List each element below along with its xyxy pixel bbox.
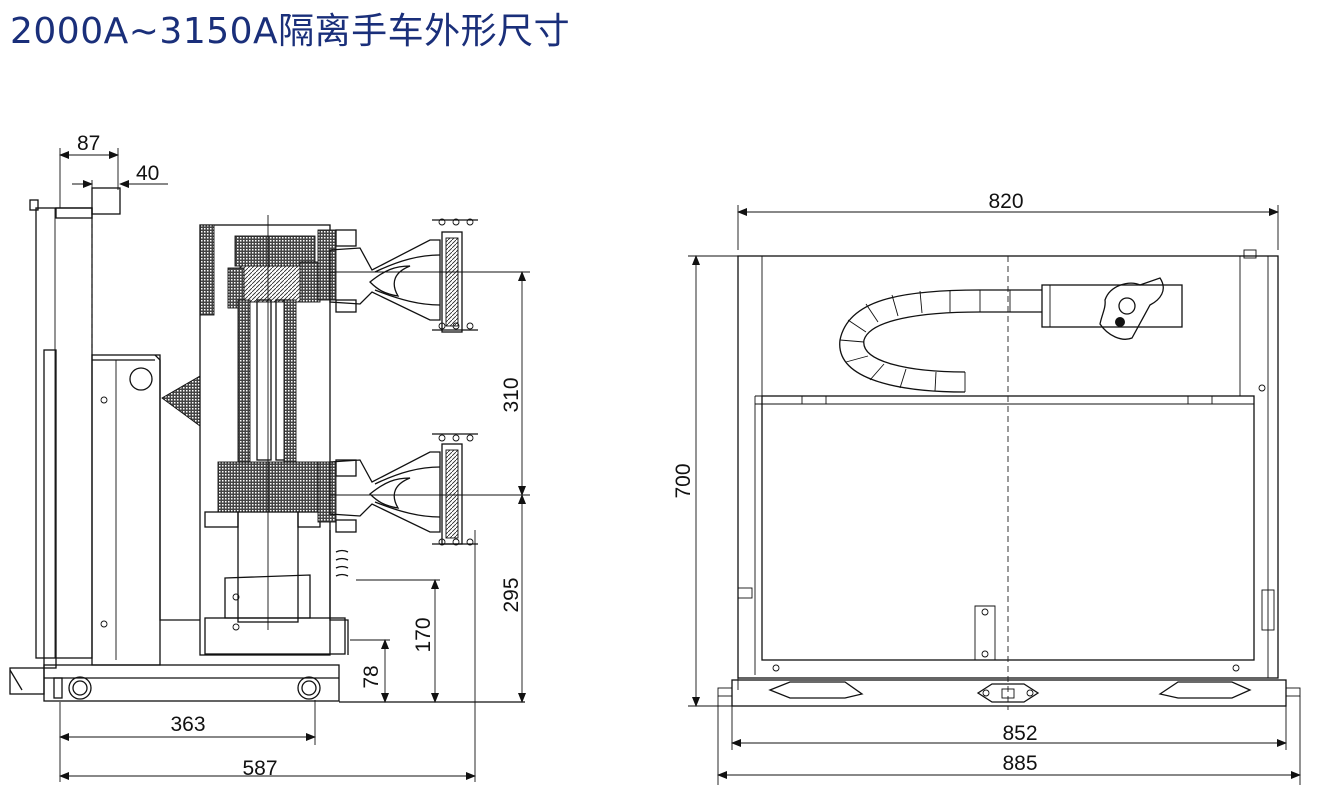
dim-363-label: 363 — [170, 713, 205, 736]
dim-78-label: 78 — [360, 665, 383, 688]
dim-885: 885 — [717, 752, 1301, 779]
dim-820: 820 — [737, 190, 1279, 216]
dim-295-label: 295 — [500, 577, 523, 612]
dim-820-label: 820 — [988, 190, 1023, 213]
dim-363: 363 — [59, 713, 316, 741]
spring-coil — [335, 549, 349, 577]
dim-587: 587 — [59, 757, 476, 780]
dim-310: 310 — [500, 271, 526, 496]
side-view: 87 40 310 295 170 78 363 587 — [9, 132, 530, 782]
dim-87-label: 87 — [77, 132, 100, 155]
housing — [737, 249, 1279, 710]
dim-40: 40 — [72, 162, 168, 188]
dim-852: 852 — [731, 722, 1287, 747]
extension-lines — [59, 148, 530, 782]
base-plate — [717, 679, 1301, 707]
dim-852-label: 852 — [1002, 722, 1037, 745]
cable-chain — [839, 284, 1183, 393]
dim-587-label: 587 — [242, 757, 277, 780]
breaker-body — [199, 215, 357, 656]
dim-170: 170 — [412, 579, 439, 703]
dim-170-label: 170 — [412, 617, 435, 652]
cone-insulator — [161, 375, 201, 427]
dim-310-label: 310 — [500, 377, 523, 412]
dim-87: 87 — [59, 132, 119, 159]
wheel-rear — [297, 676, 321, 700]
dim-700-label: 700 — [672, 463, 695, 498]
front-view: 820 700 852 885 — [672, 190, 1301, 785]
chassis — [9, 664, 525, 703]
wheel-front — [68, 676, 92, 700]
dim-295: 295 — [500, 494, 526, 703]
upper-contact-arm — [329, 218, 478, 333]
front-panel — [29, 187, 121, 669]
dim-700: 700 — [672, 255, 700, 707]
lower-contact-arm — [329, 433, 478, 546]
dim-78: 78 — [360, 639, 389, 703]
dim-40-label: 40 — [136, 162, 159, 185]
latch-mechanism — [1099, 277, 1164, 340]
drawing-title: 2000A~3150A隔离手车外形尺寸 — [10, 11, 571, 52]
dim-885-label: 885 — [1002, 752, 1037, 775]
